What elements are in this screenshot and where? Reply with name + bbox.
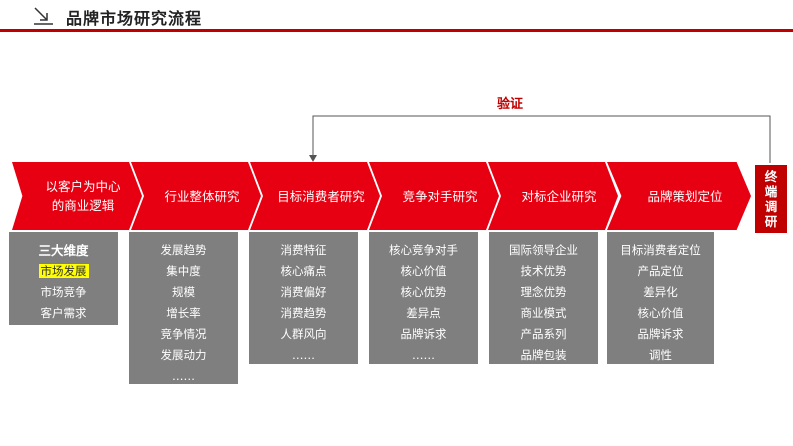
detail-item: …… [172,369,195,383]
arrow-down-right-icon [34,7,53,25]
step-customer-centric: 以客户为中心 的商业逻辑 [12,162,142,230]
detail-item: 差异点 [406,306,441,320]
detail-item: 差异化 [643,285,678,299]
detail-item: 消费趋势 [280,306,327,320]
header-divider [0,29,793,32]
detail-item: 产品系列 [520,327,567,341]
detail-item: 竞争情况 [160,327,207,341]
detail-item-highlighted: 市场发展 [38,264,89,278]
feedback-label: 验证 [497,97,524,112]
step-label: 以客户为中心 [45,179,121,194]
detail-item: 消费偏好 [280,285,327,299]
step-benchmark-research: 对标企业研究 [488,162,618,230]
detail-box-benchmark: 国际领导企业 技术优势 理念优势 商业模式 产品系列 品牌包装 [489,232,598,364]
step-label: 竞争对手研究 [402,188,478,204]
step-industry-research: 行业整体研究 [131,162,261,230]
step-label: 行业整体研究 [164,188,240,204]
detail-item: 核心优势 [400,285,447,299]
detail-item: …… [412,348,435,362]
detail-item: 消费特征 [280,243,327,257]
detail-item: 国际领导企业 [509,243,578,257]
step-competitor-research: 竞争对手研究 [369,162,499,230]
detail-item: 发展趋势 [160,243,207,257]
detail-box-industry: 发展趋势 集中度 规模 增长率 竞争情况 发展动力 …… [129,232,238,384]
detail-item: 三大维度 [38,243,89,258]
step-label: 目标消费者研究 [277,188,365,204]
detail-box-consumer: 消费特征 核心痛点 消费偏好 消费趋势 人群风向 …… [249,232,358,364]
detail-item: 技术优势 [520,264,567,278]
detail-item: …… [292,348,315,362]
step-label: 的商业逻辑 [51,198,115,213]
detail-item: 增长率 [166,306,201,320]
detail-item: 核心价值 [400,264,447,278]
step-consumer-research: 目标消费者研究 [250,162,380,230]
detail-item: 集中度 [166,264,201,278]
detail-item: 客户需求 [40,306,87,320]
detail-item: 人群风向 [280,327,327,341]
detail-item: 理念优势 [520,285,567,299]
detail-item: 核心竞争对手 [389,243,458,257]
detail-box-dimensions: 三大维度 市场发展 市场竞争 客户需求 [9,232,118,325]
detail-item: 发展动力 [160,348,207,362]
step-terminal-research: 终端调研 [755,165,787,233]
detail-item: 调性 [649,348,672,362]
step-brand-positioning: 品牌策划定位 [607,162,751,230]
detail-item: 规模 [172,285,195,299]
step-label: 品牌策划定位 [647,188,723,204]
detail-item: 市场竞争 [40,285,87,299]
detail-item: 品牌诉求 [637,327,684,341]
detail-item: 核心痛点 [280,264,327,278]
detail-box-brand: 目标消费者定位 产品定位 差异化 核心价值 品牌诉求 调性 [607,232,714,364]
page-title: 品牌市场研究流程 [66,9,203,28]
detail-item: 品牌诉求 [400,327,447,341]
detail-box-competitor: 核心竞争对手 核心价值 核心优势 差异点 品牌诉求 …… [369,232,478,364]
detail-item: 产品定位 [637,264,684,278]
detail-item: 核心价值 [637,306,684,320]
detail-item: 目标消费者定位 [620,243,701,257]
detail-item: 商业模式 [520,306,567,320]
detail-item: 品牌包装 [520,348,567,362]
step-label: 对标企业研究 [521,188,597,204]
